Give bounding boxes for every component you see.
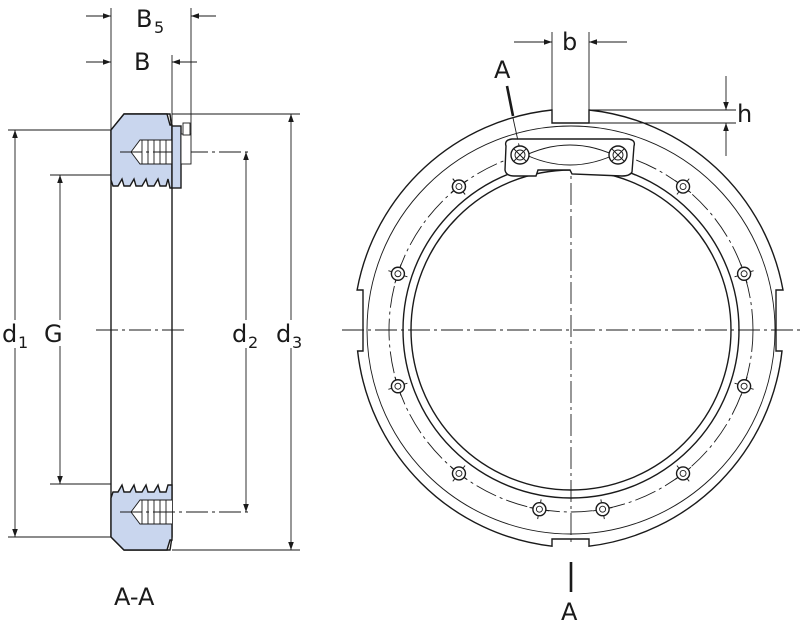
outer-contour	[356, 109, 784, 547]
bolt-holes	[388, 178, 754, 520]
label-d1-main: d	[2, 320, 17, 348]
label-b: B	[134, 48, 150, 76]
pitch-chamfer-circle	[366, 125, 776, 535]
top-section-fill	[110, 113, 250, 189]
dimension-g: G	[44, 175, 63, 484]
section-view: B 5 B d 1 G d 2	[2, 5, 302, 611]
label-b5-sub: 5	[154, 18, 164, 37]
extension-lines	[8, 8, 300, 551]
label-section-a-top: A	[494, 56, 511, 84]
section-caption: A-A	[114, 583, 155, 611]
label-d1-sub: 1	[18, 333, 28, 352]
dimension-d1: d 1	[2, 130, 28, 537]
plate-screw-left	[510, 145, 530, 165]
plate-screw-right	[608, 145, 628, 165]
bottom-section-fill	[110, 483, 250, 551]
bolt-hole	[734, 264, 754, 284]
bolt-hole	[450, 465, 468, 482]
bolt-hole	[529, 499, 550, 520]
bolt-hole	[592, 499, 613, 520]
bolt-hole	[674, 465, 692, 482]
label-d3-main: d	[276, 320, 291, 348]
label-g: G	[44, 320, 63, 348]
bolt-hole	[734, 376, 754, 396]
dimension-b: B	[86, 48, 197, 76]
label-b5-main: B	[136, 5, 152, 33]
bolt-hole	[388, 376, 408, 396]
label-d2-main: d	[232, 320, 247, 348]
dimension-d2: d 2	[232, 152, 258, 512]
section-mark-bottom: A	[561, 562, 578, 626]
dimension-h-slot: h	[589, 76, 752, 156]
bolt-hole	[674, 178, 692, 195]
bolt-circle	[388, 147, 754, 513]
bolt-hole	[450, 178, 468, 195]
bolt-hole	[388, 264, 408, 284]
label-d3-sub: 3	[292, 333, 302, 352]
label-h-slot: h	[737, 100, 752, 128]
dimension-b5: B 5	[86, 5, 216, 37]
dimension-b-slot: b	[514, 28, 627, 110]
locking-plate	[504, 138, 636, 177]
label-d2-sub: 2	[248, 333, 258, 352]
front-view: b h A A	[342, 28, 800, 626]
dimension-d3: d 3	[276, 114, 302, 550]
label-b-slot: b	[562, 28, 577, 56]
section-mark-top: A	[494, 56, 521, 151]
label-section-a-bottom: A	[561, 598, 578, 626]
